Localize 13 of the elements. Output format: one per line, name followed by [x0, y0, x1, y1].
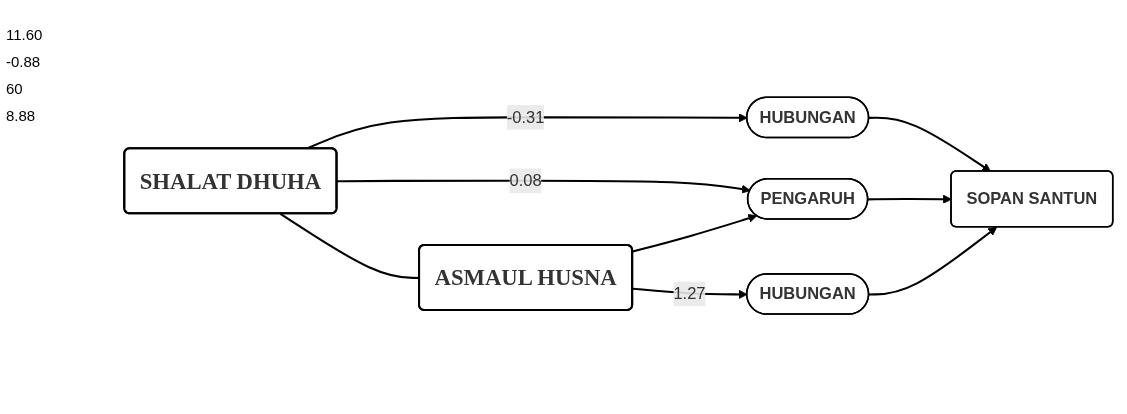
- value-label: -0.88: [6, 53, 42, 70]
- connector: [279, 213, 420, 280]
- value-label: 60: [6, 80, 24, 97]
- edge-label: 1.27: [673, 285, 706, 303]
- arrow: [337, 180, 751, 194]
- arrow: [869, 227, 998, 296]
- arrow: [869, 117, 992, 173]
- arrow: [632, 214, 758, 253]
- arrow: [868, 195, 952, 205]
- edge-label: -0.31: [506, 108, 545, 126]
- value-label: 8.88: [6, 107, 37, 124]
- value-label: 11.60: [6, 26, 44, 43]
- edge-label: 0.08: [509, 171, 542, 190]
